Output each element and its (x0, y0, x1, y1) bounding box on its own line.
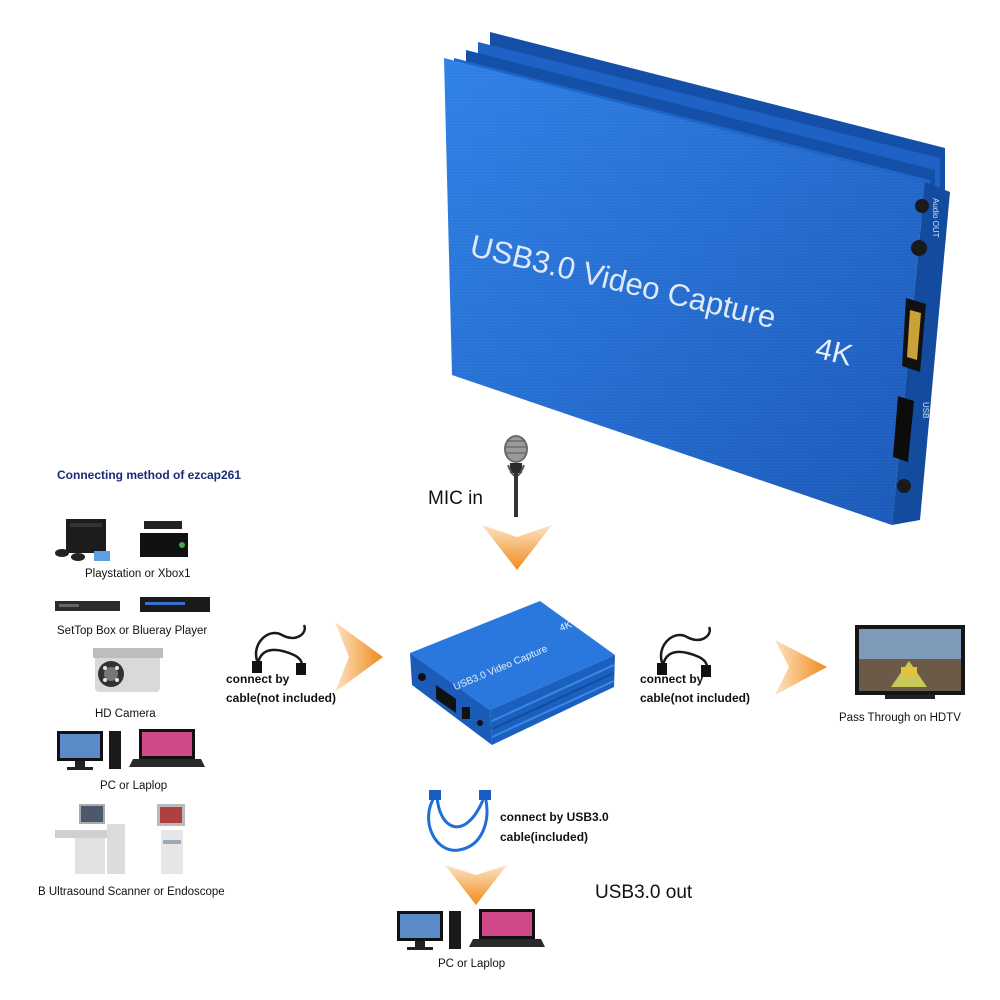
audio-out-port-label: Audio OUT (931, 198, 940, 238)
hdmi-cable-icon (252, 624, 307, 675)
device-small-illustration (410, 601, 615, 745)
source-camera-label: HD Camera (95, 708, 156, 720)
pc-bottom-label: PC or Laplop (438, 958, 506, 970)
ultrasound-endoscope-icon (55, 804, 185, 874)
usb-out-arrow-icon (445, 865, 507, 905)
usb-cable-icon (427, 790, 491, 852)
console-icon (55, 519, 188, 561)
settop-box-icon (55, 597, 210, 612)
pc-laptop-bottom-icon (397, 909, 545, 950)
connection-method-heading: Connecting method of ezcap261 (57, 468, 242, 482)
input-arrow-icon (335, 622, 383, 692)
usb-cable-text-line1: connect by USB3.0 (500, 810, 609, 824)
mic-in-label: MIC in (428, 488, 483, 509)
output-arrow-icon (775, 640, 827, 695)
mic-arrow-icon (482, 525, 552, 570)
device-large-illustration (444, 32, 950, 525)
microphone-icon (504, 435, 528, 517)
source-settop-label: SetTop Box or Blueray Player (57, 625, 208, 637)
output-cable-text-line2: cable(not included) (640, 691, 751, 705)
hdmi-output-cable-icon (657, 626, 712, 677)
pc-laptop-icon (57, 729, 205, 770)
usb-port-label: USB (921, 402, 930, 419)
source-pc-label: PC or Laplop (100, 780, 168, 792)
source-ultrasound-label: B Ultrasound Scanner or Endoscope (38, 886, 225, 898)
output-cable-text-line1: connect by (640, 672, 704, 686)
hd-camera-icon (93, 648, 163, 692)
input-cable-text-line2: cable(not included) (226, 691, 337, 705)
source-console-label: Playstation or Xbox1 (85, 568, 191, 580)
usb-out-label: USB3.0 out (595, 882, 693, 903)
hdtv-label: Pass Through on HDTV (839, 712, 961, 724)
hdtv-icon (855, 625, 965, 699)
usb-cable-text-line2: cable(included) (500, 830, 589, 844)
input-cable-text-line1: connect by (226, 672, 290, 686)
